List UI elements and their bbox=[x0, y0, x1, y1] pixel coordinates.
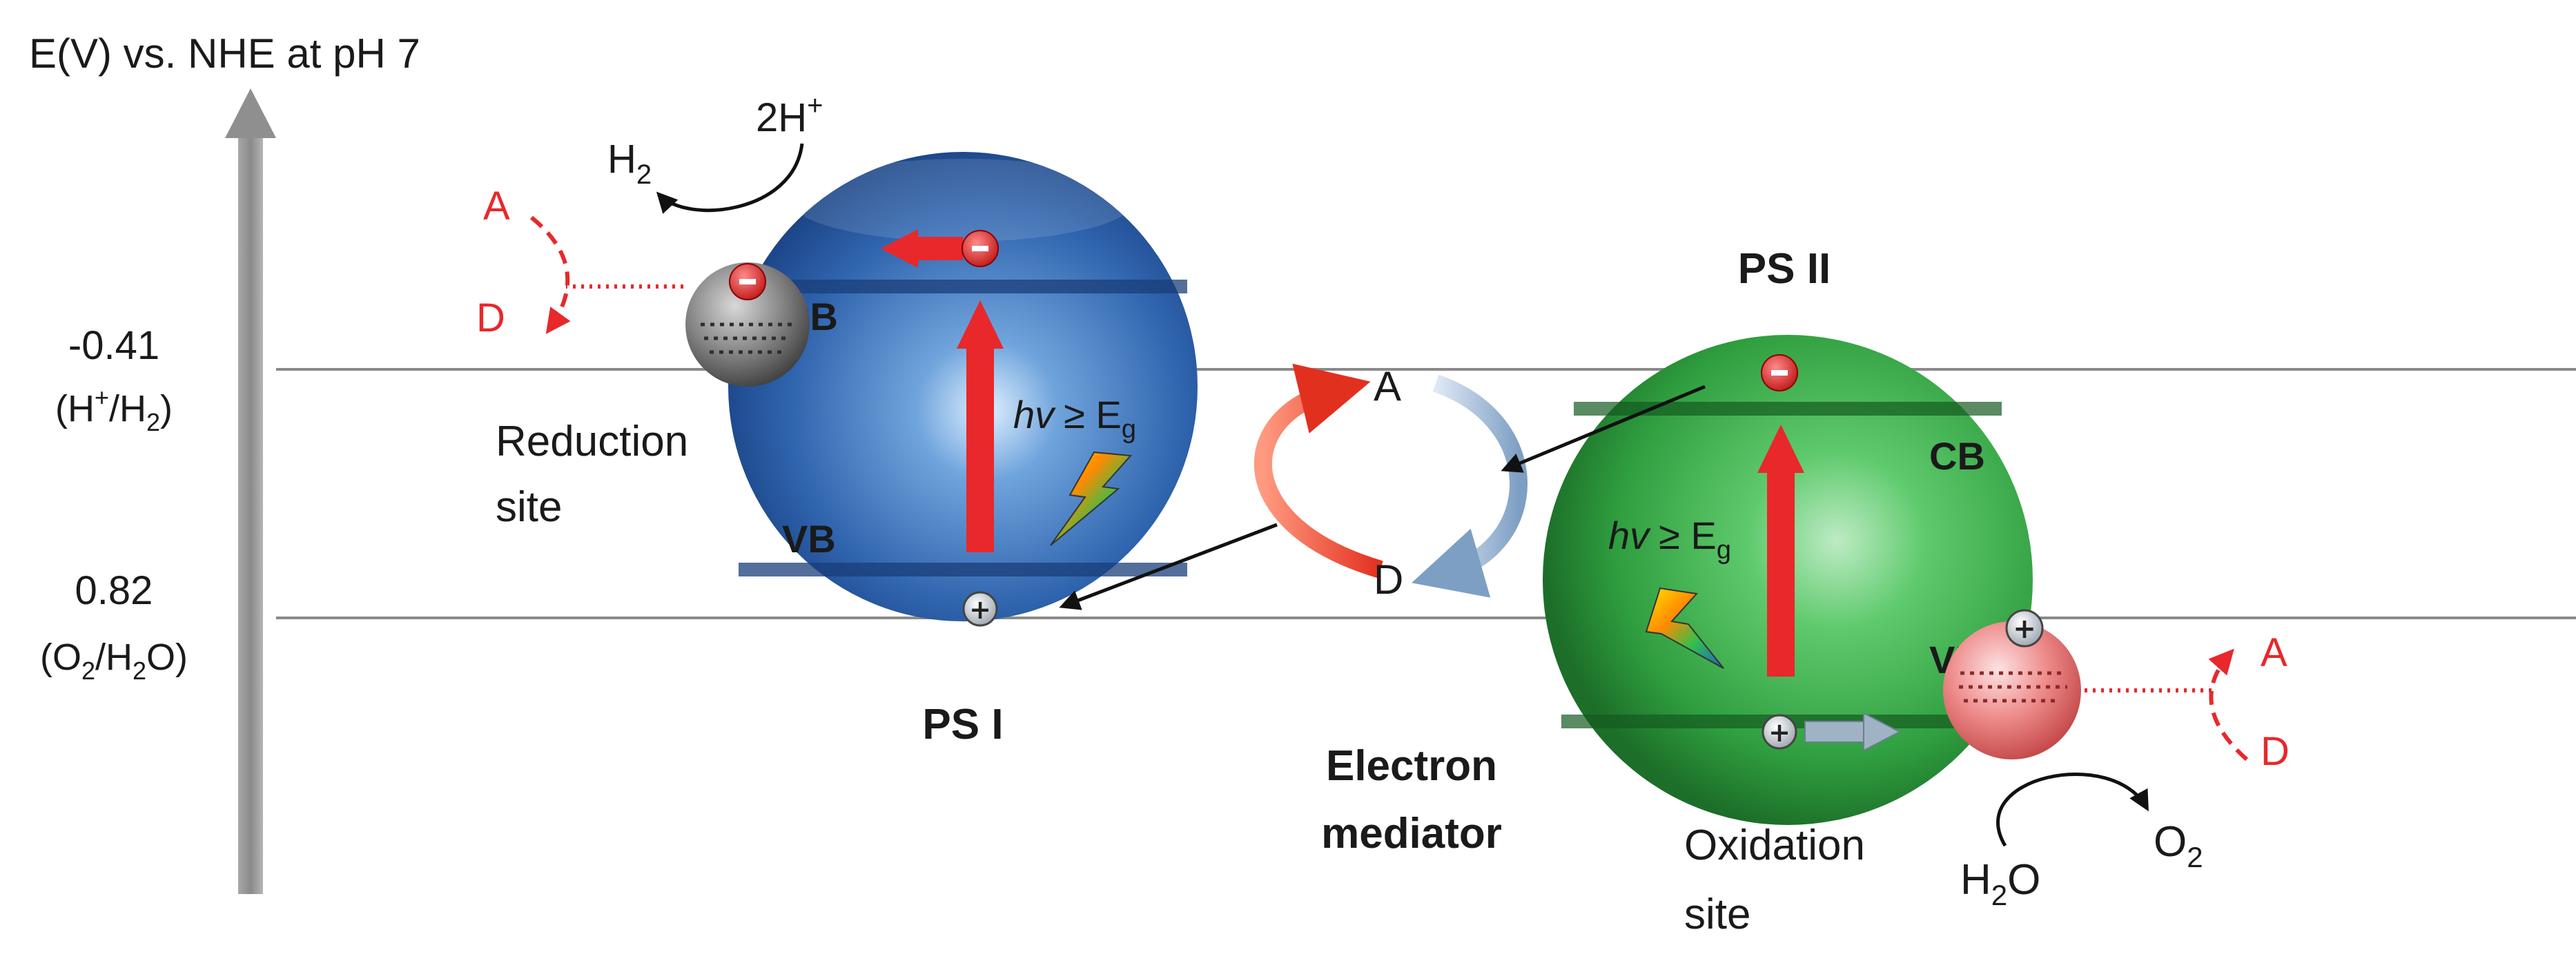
ps1-light-icon bbox=[1050, 451, 1133, 546]
mediator-to-ps1-arrow bbox=[1059, 523, 1278, 610]
mediator-acceptor: A bbox=[1374, 363, 1401, 409]
ps1-excitation-label: hv≥ Eg bbox=[1013, 393, 1136, 444]
reduction-donor: D bbox=[476, 295, 505, 340]
ps2-excitation-label: hv≥ Eg bbox=[1608, 514, 1731, 565]
oxidation-cocatalyst bbox=[1943, 621, 2081, 759]
ps1-excitation-arrow bbox=[957, 300, 1004, 552]
oxidation-ad-arrow bbox=[2208, 648, 2248, 762]
svg-text:+: + bbox=[1768, 717, 1790, 748]
reduction-electron bbox=[729, 263, 766, 300]
mediator-red-curve-arrow bbox=[1253, 363, 1383, 579]
h2-evolution-arrow bbox=[656, 143, 804, 214]
mediator-label-line2: mediator bbox=[1321, 810, 1502, 857]
oxidation-product: O2 bbox=[2154, 818, 2203, 873]
potential-axis bbox=[225, 88, 276, 894]
reduction-site-label-line2: site bbox=[496, 483, 562, 531]
ps2-to-mediator-arrow bbox=[1501, 385, 1706, 473]
svg-text:+: + bbox=[2013, 613, 2036, 645]
reduction-cocatalyst bbox=[685, 262, 810, 387]
ps1-electron bbox=[962, 230, 999, 267]
oxidation-reactant: H2O bbox=[1960, 856, 2040, 911]
reduction-reactant: 2H+ bbox=[756, 90, 823, 140]
ps2-light-icon bbox=[1645, 587, 1724, 669]
ps2-cb-label: CB bbox=[1929, 434, 1985, 478]
ps2-electron bbox=[1761, 354, 1798, 391]
ps2-excitation-arrow bbox=[1757, 425, 1804, 677]
mediator-label-line1: Electron bbox=[1326, 742, 1497, 790]
ps1-title: PS I bbox=[922, 701, 1003, 748]
o2-level-value: 0.82 bbox=[75, 568, 153, 613]
h2-level-couple: (H+/H2) bbox=[55, 383, 173, 436]
ps1-hole: + bbox=[962, 591, 998, 627]
mediator-blue-curve-arrow bbox=[1412, 374, 1528, 598]
reduction-acceptor: A bbox=[483, 184, 510, 229]
reduction-ad-arrow bbox=[530, 215, 571, 334]
o2-evolution-arrow bbox=[1996, 772, 2149, 847]
oxidation-donor: D bbox=[2261, 729, 2290, 774]
reduction-site-label-line1: Reduction bbox=[496, 418, 688, 465]
oxidation-site-label-line1: Oxidation bbox=[1684, 822, 1865, 869]
reduction-product: H2 bbox=[607, 137, 652, 190]
ps2-title: PS II bbox=[1738, 245, 1831, 293]
h2-level-value: -0.41 bbox=[68, 323, 159, 368]
ps1-electron-to-cocatalyst-arrow bbox=[881, 229, 963, 268]
oxidation-hole: + bbox=[2005, 609, 2044, 648]
oxidation-acceptor: A bbox=[2261, 630, 2287, 675]
ps2-hole-transfer-arrow bbox=[1804, 712, 1902, 752]
ps1-vb-label: VB bbox=[782, 517, 836, 561]
mediator-donor: D bbox=[1374, 556, 1403, 603]
ps2-hole: + bbox=[1762, 714, 1797, 750]
o2-level-couple: (O2/H2O) bbox=[40, 637, 188, 685]
oxidation-site-label-line2: site bbox=[1684, 891, 1750, 938]
axis-title: E(V) vs. NHE at pH 7 bbox=[29, 30, 420, 77]
svg-text:+: + bbox=[969, 594, 991, 625]
